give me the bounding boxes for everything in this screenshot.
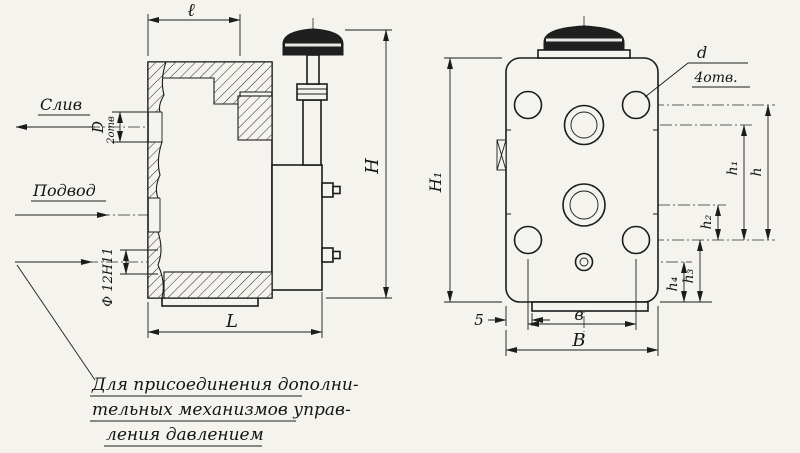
base-strip-front: [531, 301, 649, 312]
upper-bore-inner: [570, 111, 598, 139]
dim-label-h4: h₄: [665, 276, 681, 291]
mounting-hole-bottom-left: [513, 225, 543, 255]
mounting-hole-top-right: [621, 90, 651, 120]
upper-bore-outer: [563, 104, 605, 146]
label-four-holes: 4отв.: [693, 70, 737, 86]
hatch-bottom-band: [163, 271, 273, 299]
hatch-right-block: [237, 95, 273, 141]
right-view-dimensions: H₁ d 4отв. h h₁ h₂ h₃ h₄ 5 в B: [426, 43, 772, 356]
cap-neck: [537, 49, 631, 59]
label-drain: Слив: [40, 95, 82, 114]
valve-flange: [271, 164, 323, 291]
small-bore-outer: [574, 252, 594, 272]
dim-label-5: 5: [474, 311, 484, 329]
lower-bore-inner: [569, 190, 599, 220]
locknut: [296, 83, 328, 101]
label-d: d: [697, 43, 707, 62]
note-line-3: ления давлением: [106, 425, 264, 445]
dim-label-h1: h₁: [725, 161, 741, 176]
flange-fittings: [321, 182, 341, 263]
dim-label-B: B: [571, 330, 585, 351]
small-bore-inner: [579, 257, 589, 267]
dim-label-H1: H₁: [426, 172, 445, 193]
handwheel-knob: [282, 28, 344, 56]
dim-label-L: L: [225, 311, 238, 332]
dim-label-h3: h₃: [681, 268, 697, 283]
label-two-holes: 2отв: [106, 116, 117, 145]
adjust-stem: [302, 99, 322, 166]
dim-label-l: ℓ: [187, 0, 195, 21]
label-bottom-bore: Ф 12Н11: [101, 247, 116, 306]
dim-label-v: в: [574, 305, 583, 324]
valve-front-view: [496, 25, 659, 312]
hatch-left-upper: [147, 61, 167, 113]
mounting-hole-bottom-right: [621, 225, 651, 255]
annotation-note: Для присоединения дополни- тельных механ…: [90, 375, 359, 447]
dim-label-H: H: [362, 158, 383, 175]
note-line-2: тельных механизмов управ-: [92, 400, 351, 420]
note-line-1: Для присоединения дополни-: [91, 375, 359, 395]
handwheel-knob-front: [543, 25, 625, 51]
hatch-left-lower: [147, 231, 164, 299]
dim-label-D: D: [89, 121, 107, 134]
side-bracket: [496, 139, 507, 171]
label-supply: Подвод: [32, 181, 96, 200]
dim-label-h: h: [749, 167, 765, 176]
valve-side-view: [147, 28, 344, 307]
upper-stem: [306, 54, 320, 85]
mounting-hole-top-left: [513, 90, 543, 120]
lower-bore-outer: [562, 183, 606, 227]
hatch-left-middle: [147, 141, 163, 199]
port-openings: [148, 111, 163, 275]
valve-base-plate: [161, 297, 259, 307]
left-view-dimensions: ℓ H L Слив D 2отв Подвод Ф 12Н11: [15, 0, 392, 381]
dim-label-h2: h₂: [699, 214, 715, 229]
